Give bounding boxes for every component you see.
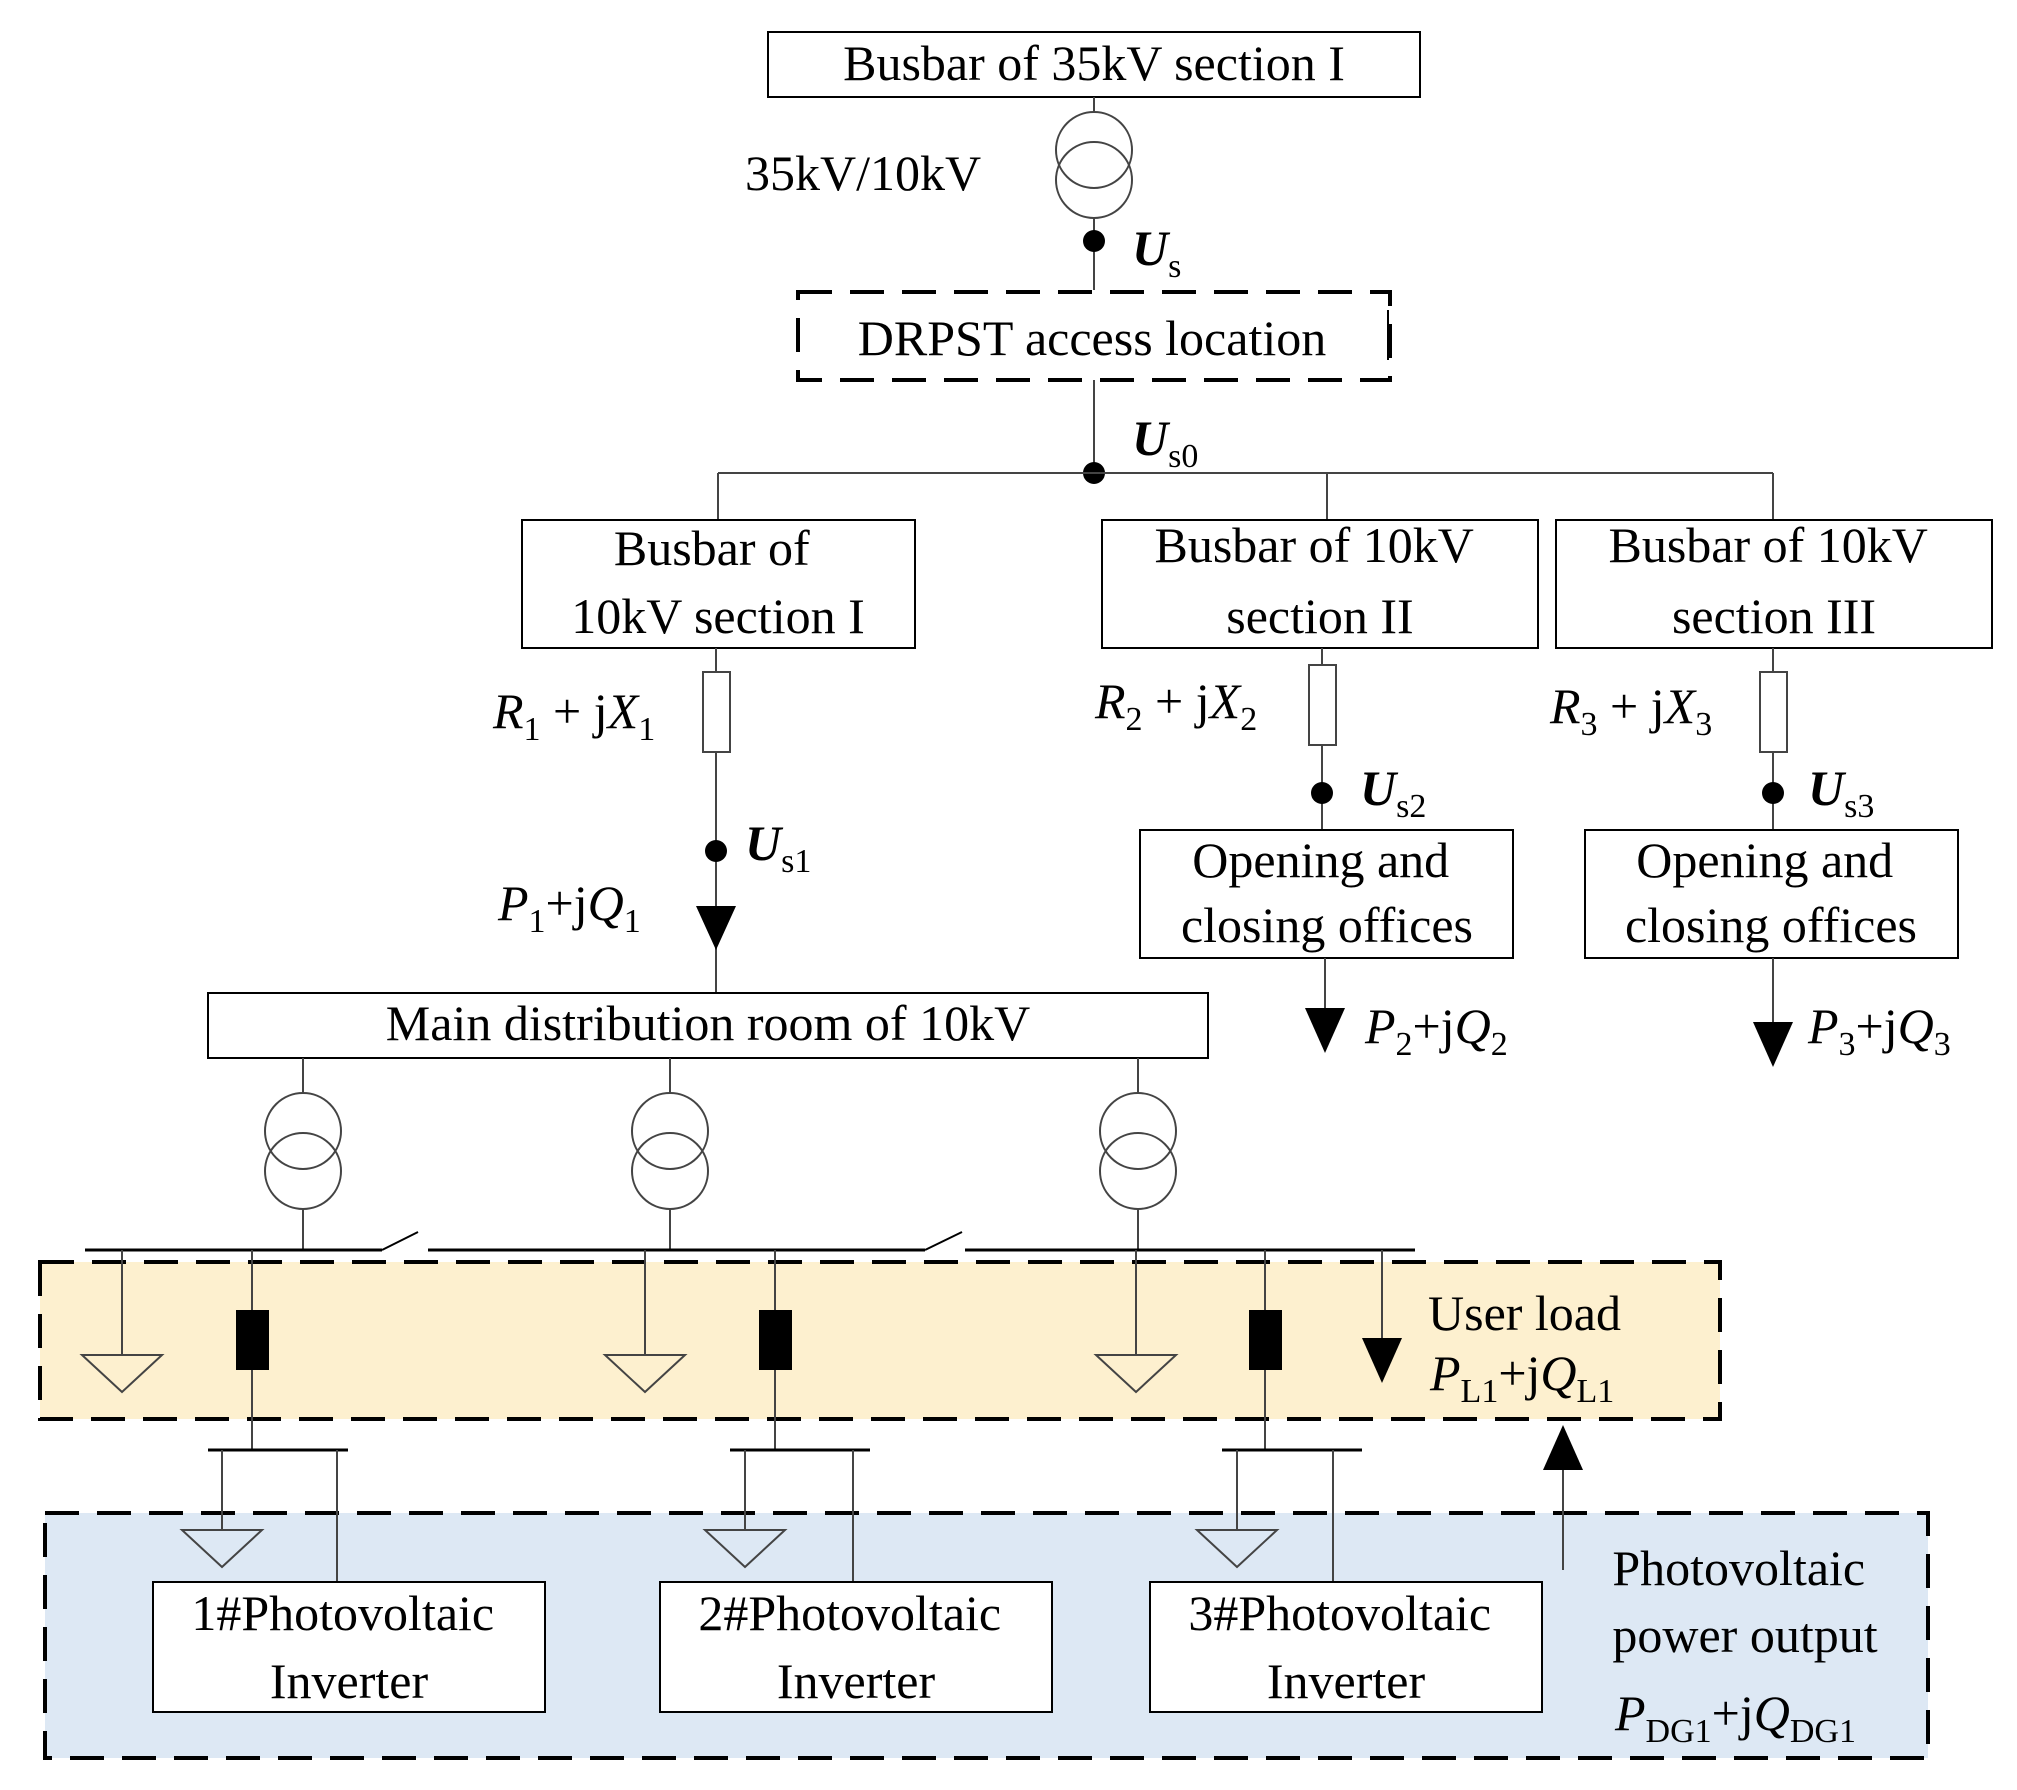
inverter-1-box bbox=[152, 1581, 546, 1713]
node-us bbox=[1083, 230, 1105, 252]
busbar-10kv-section-3-label: Busbar of 10kV section III bbox=[1608, 517, 1939, 644]
pv-output-power-label: PDG1+jQDG1 bbox=[1614, 1685, 1856, 1750]
impedance-3-resistor bbox=[1759, 671, 1788, 753]
load-1-triangle-icon bbox=[79, 1354, 165, 1394]
breaker-1-icon bbox=[236, 1310, 269, 1370]
pv-output-arrow bbox=[1543, 1425, 1583, 1470]
user-load-arrow bbox=[1362, 1338, 1402, 1383]
distribution-transformer-3-icon bbox=[1099, 1092, 1177, 1210]
power-flow-1-label: P1+jQ1 bbox=[497, 875, 641, 940]
busbar-35kv-label: Busbar of 35kV section I bbox=[843, 35, 1345, 91]
power-flow-3-label: P3+jQ3 bbox=[1807, 998, 1951, 1063]
main-distribution-room-label: Main distribution room of 10kV bbox=[386, 995, 1030, 1051]
transformer-ratio-label: 35kV/10kV bbox=[745, 145, 981, 201]
inverter-1-label: 1#Photovoltaic Inverter bbox=[191, 1585, 506, 1709]
busbar-10kv-section-3-box bbox=[1555, 519, 1993, 649]
user-load-zone bbox=[38, 1260, 1722, 1421]
impedance-3-label: R3 + jX3 bbox=[1549, 678, 1712, 743]
power-flow-2-label: P2+jQ2 bbox=[1364, 998, 1508, 1063]
tie-switch-1-icon bbox=[381, 1231, 419, 1251]
pv-output-label: Photovoltaic power output bbox=[1612, 1540, 1877, 1663]
busbar-10kv-section-2-box bbox=[1101, 519, 1539, 649]
impedance-1-label: R1 + jX1 bbox=[492, 683, 655, 748]
inverter-2-box bbox=[659, 1581, 1053, 1713]
voltage-us2-label: Us2 bbox=[1360, 760, 1426, 825]
main-distribution-room-box bbox=[207, 992, 1209, 1059]
node-us3 bbox=[1762, 782, 1784, 804]
voltage-us3-label: Us3 bbox=[1808, 760, 1874, 825]
node-us1 bbox=[705, 840, 727, 862]
main-transformer-icon bbox=[1055, 111, 1133, 219]
tie-switch-2-icon bbox=[924, 1231, 963, 1251]
busbar-10kv-section-2-label: Busbar of 10kV section II bbox=[1154, 517, 1485, 644]
voltage-us0-label: Us0 bbox=[1132, 410, 1198, 475]
opening-closing-office-1-box bbox=[1139, 829, 1514, 959]
voltage-us1-label: Us1 bbox=[745, 815, 811, 880]
load-3-triangle-icon bbox=[1093, 1354, 1179, 1394]
inverter-3-label: 3#Photovoltaic Inverter bbox=[1188, 1585, 1503, 1709]
drpst-access-box bbox=[796, 290, 1392, 382]
distribution-transformer-1-icon bbox=[264, 1092, 342, 1210]
impedance-2-resistor bbox=[1308, 664, 1337, 746]
pv-ground-2-triangle-icon bbox=[702, 1529, 788, 1569]
power-flow-2-arrow bbox=[1305, 1008, 1345, 1053]
impedance-2-label: R2 + jX2 bbox=[1094, 673, 1257, 738]
load-2-triangle-icon bbox=[602, 1354, 688, 1394]
busbar-10kv-section-1-box bbox=[521, 519, 916, 649]
inverter-3-box bbox=[1149, 1581, 1543, 1713]
user-load-title: User load bbox=[1428, 1285, 1621, 1341]
opening-closing-office-1-label: Opening and closing offices bbox=[1181, 832, 1473, 953]
drpst-access-label: DRPST access location bbox=[858, 310, 1326, 366]
breaker-3-icon bbox=[1249, 1310, 1282, 1370]
impedance-1-resistor bbox=[702, 671, 731, 753]
pv-ground-3-triangle-icon bbox=[1194, 1529, 1280, 1569]
pv-ground-1-triangle-icon bbox=[179, 1529, 265, 1569]
inverter-2-label: 2#Photovoltaic Inverter bbox=[698, 1585, 1013, 1709]
node-us2 bbox=[1311, 782, 1333, 804]
opening-closing-office-2-box bbox=[1584, 829, 1959, 959]
user-load-power-label: PL1+jQL1 bbox=[1429, 1345, 1614, 1410]
power-flow-1-arrow bbox=[696, 906, 736, 950]
distribution-transformer-2-icon bbox=[631, 1092, 709, 1210]
opening-closing-office-2-label: Opening and closing offices bbox=[1625, 832, 1917, 953]
busbar-10kv-section-1-label: Busbar of 10kV section I bbox=[571, 520, 864, 644]
voltage-us-label: Us bbox=[1132, 220, 1181, 285]
breaker-2-icon bbox=[759, 1310, 792, 1370]
power-flow-3-arrow bbox=[1753, 1022, 1793, 1067]
